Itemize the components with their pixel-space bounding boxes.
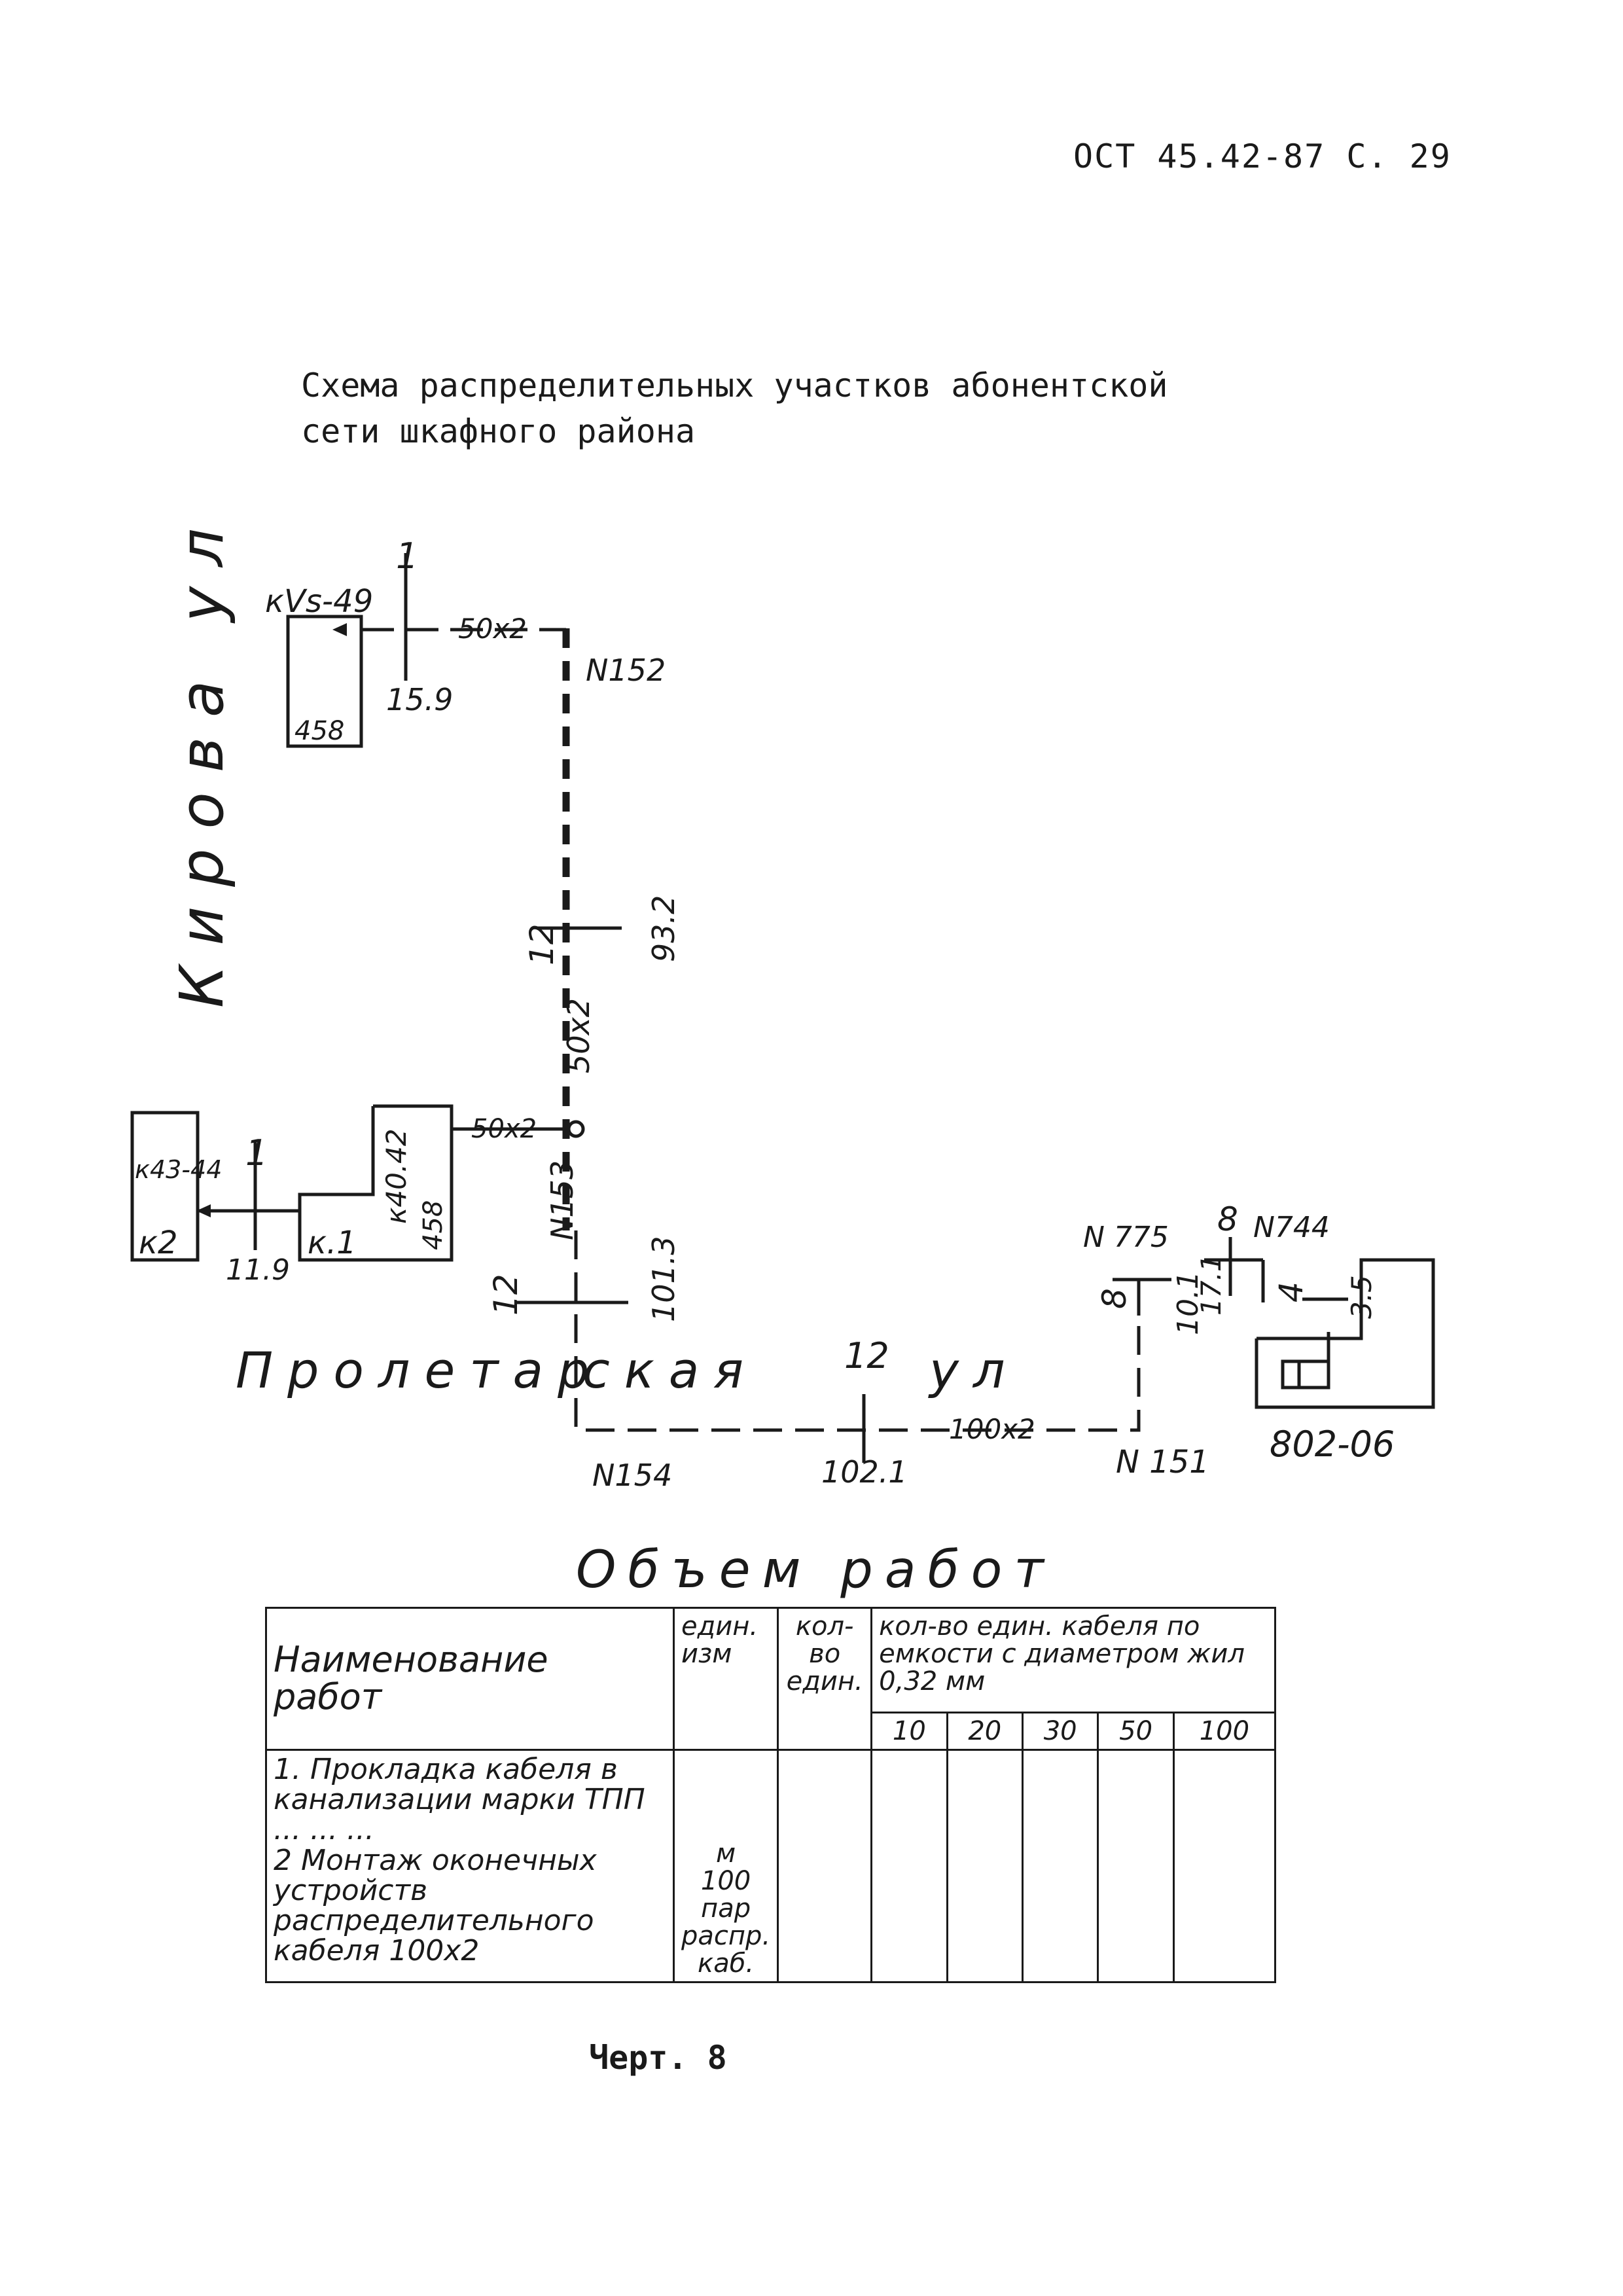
cable-bottom: [574, 1230, 1141, 1432]
distribution-box-symbol: [1281, 1359, 1330, 1390]
document-code: ОСТ 45.42-87 С. 29: [1073, 137, 1452, 175]
diagram-mark-label: 102.1: [821, 1454, 908, 1490]
building-k4344: [130, 1111, 200, 1262]
diagram-mark-label: 93.2: [646, 895, 681, 962]
street-label-proletarskaya-2: ская: [582, 1341, 758, 1399]
street-label-proletarskaya-3: ул: [928, 1341, 1020, 1399]
cap-30-cell: [1021, 1749, 1099, 1983]
work-units: м 100 пар распр. каб.: [672, 1749, 779, 1983]
diagram-mark-label: 11.9: [226, 1253, 290, 1287]
well-n154: N154: [592, 1458, 672, 1493]
cable-label-3: 50х2: [471, 1114, 537, 1144]
cap-20-cell: [946, 1749, 1024, 1983]
street-label-proletarskaya-1: Пролетар: [236, 1341, 603, 1399]
capacity-20: 20: [946, 1712, 1024, 1751]
diagram-title-line-2: сети шкафного района: [301, 412, 696, 450]
diagram-mark-label: 1: [245, 1132, 268, 1174]
cap-50-cell: [1097, 1749, 1175, 1983]
label-458-a: 458: [294, 716, 344, 746]
well-n152: N152: [586, 653, 666, 688]
diagram-mark-label: 3.5: [1346, 1275, 1378, 1319]
label-n744: N744: [1253, 1211, 1330, 1244]
work-quantity-cell: [777, 1749, 873, 1983]
cap-100-cell: [1172, 1749, 1277, 1983]
capacity-10: 10: [870, 1712, 948, 1751]
capacity-100: 100: [1172, 1712, 1277, 1751]
figure-caption: Черт. 8: [589, 2039, 727, 2077]
diagram-mark-label: 17.1: [1195, 1254, 1227, 1316]
cable-label-4: 100х2: [949, 1413, 1035, 1445]
work-volume-heading: Объем работ: [576, 1541, 1056, 1600]
well-n153: N153: [544, 1160, 580, 1240]
building-k4042: [298, 1104, 454, 1262]
well-n151: N 151: [1116, 1444, 1209, 1480]
diagram-mark-label: 1: [396, 535, 418, 577]
label-458-b: 458: [418, 1200, 448, 1250]
diagram-mark-label: 4: [1272, 1282, 1310, 1302]
building-802-06: [1255, 1258, 1435, 1409]
splice-circle: [567, 1120, 585, 1138]
diagram-mark-label: 12: [523, 924, 561, 965]
header-work-name: Наименование работ: [265, 1607, 675, 1751]
work-items: 1. Прокладка кабеля в канализации марки …: [265, 1749, 675, 1983]
label-k2: к2: [139, 1225, 178, 1261]
header-quantity: кол-во един.: [777, 1607, 873, 1751]
label-802-06: 802-06: [1270, 1424, 1395, 1465]
diagram-mark-label: 12: [487, 1274, 525, 1316]
label-k1: к.1: [308, 1225, 357, 1261]
cable-label-2: 50х2: [561, 998, 596, 1073]
diagram-mark-label: 101.3: [646, 1236, 681, 1322]
building-kvs49: [286, 615, 363, 748]
diagram-mark-label: 12: [844, 1335, 889, 1376]
diagram-mark-label: 10.1: [1171, 1271, 1205, 1335]
label-n775: N 775: [1083, 1221, 1169, 1254]
capacity-50: 50: [1097, 1712, 1175, 1751]
diagram-mark-label: 8: [1217, 1200, 1238, 1238]
label-k4344: к43-44: [135, 1155, 222, 1184]
label-k4042: к40.42: [380, 1128, 412, 1224]
header-unit: един. изм: [672, 1607, 779, 1751]
header-cable-capacity: кол-во един. кабеля по емкости с диаметр…: [870, 1607, 1276, 1713]
street-label-kirova: Кирова ул: [167, 509, 237, 1008]
diagram-title-line-1: Схема распределительных участков абонент…: [301, 367, 1168, 404]
diagram-mark-label: 8: [1096, 1288, 1133, 1309]
label-kvs49: кVs-49: [265, 583, 373, 620]
diagram-mark-label: 15.9: [386, 682, 453, 717]
cable-label-1: 50х2: [458, 613, 527, 645]
capacity-30: 30: [1021, 1712, 1099, 1751]
work-volume-table: Наименование работ един. изм кол-во един…: [265, 1607, 1277, 1983]
cap-10-cell: [870, 1749, 948, 1983]
